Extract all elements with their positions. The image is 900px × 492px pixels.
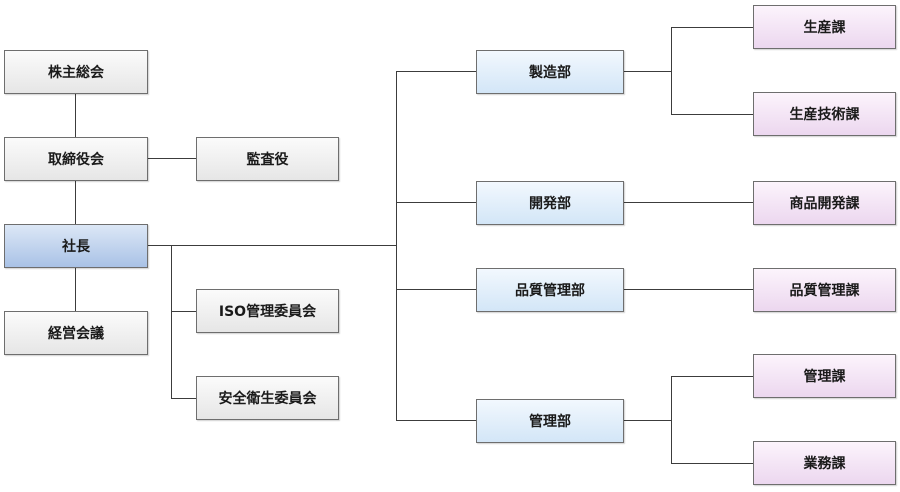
connector-line <box>147 158 196 159</box>
board-of-directors-box: 取締役会 <box>4 137 148 181</box>
connector-line <box>396 420 476 421</box>
connector-line <box>671 27 672 115</box>
iso-committee-box: ISO管理委員会 <box>196 289 339 333</box>
connector-line <box>671 376 672 464</box>
connector-line <box>671 27 753 28</box>
connector-line <box>623 71 671 72</box>
shareholders-meeting-box: 株主総会 <box>4 50 148 94</box>
connector-line <box>147 245 397 246</box>
connector-line <box>396 71 397 420</box>
connector-line <box>396 289 476 290</box>
connector-line <box>171 245 172 399</box>
connector-line <box>75 267 76 311</box>
connector-line <box>623 202 753 203</box>
connector-line <box>396 71 476 72</box>
connector-line <box>671 114 753 115</box>
administration-section-box: 管理課 <box>753 354 896 398</box>
connector-line <box>171 398 196 399</box>
business-section-box: 業務課 <box>753 441 896 485</box>
production-section-box: 生産課 <box>753 5 896 49</box>
development-department-box: 開発部 <box>476 181 624 225</box>
management-meeting-box: 経営会議 <box>4 311 148 355</box>
safety-health-committee-box: 安全衛生委員会 <box>196 376 339 420</box>
product-development-section-box: 商品開発課 <box>753 181 896 225</box>
connector-line <box>623 420 671 421</box>
connector-line <box>171 311 196 312</box>
connector-line <box>75 93 76 137</box>
connector-line <box>623 289 753 290</box>
connector-line <box>671 376 753 377</box>
manufacturing-department-box: 製造部 <box>476 50 624 94</box>
production-engineering-section-box: 生産技術課 <box>753 92 896 136</box>
administration-department-box: 管理部 <box>476 399 624 443</box>
auditor-box: 監査役 <box>196 137 339 181</box>
president-box: 社長 <box>4 224 148 268</box>
quality-control-section-box: 品質管理課 <box>753 268 896 312</box>
connector-line <box>75 180 76 224</box>
connector-line <box>396 202 476 203</box>
quality-control-department-box: 品質管理部 <box>476 268 624 312</box>
connector-line <box>671 463 753 464</box>
